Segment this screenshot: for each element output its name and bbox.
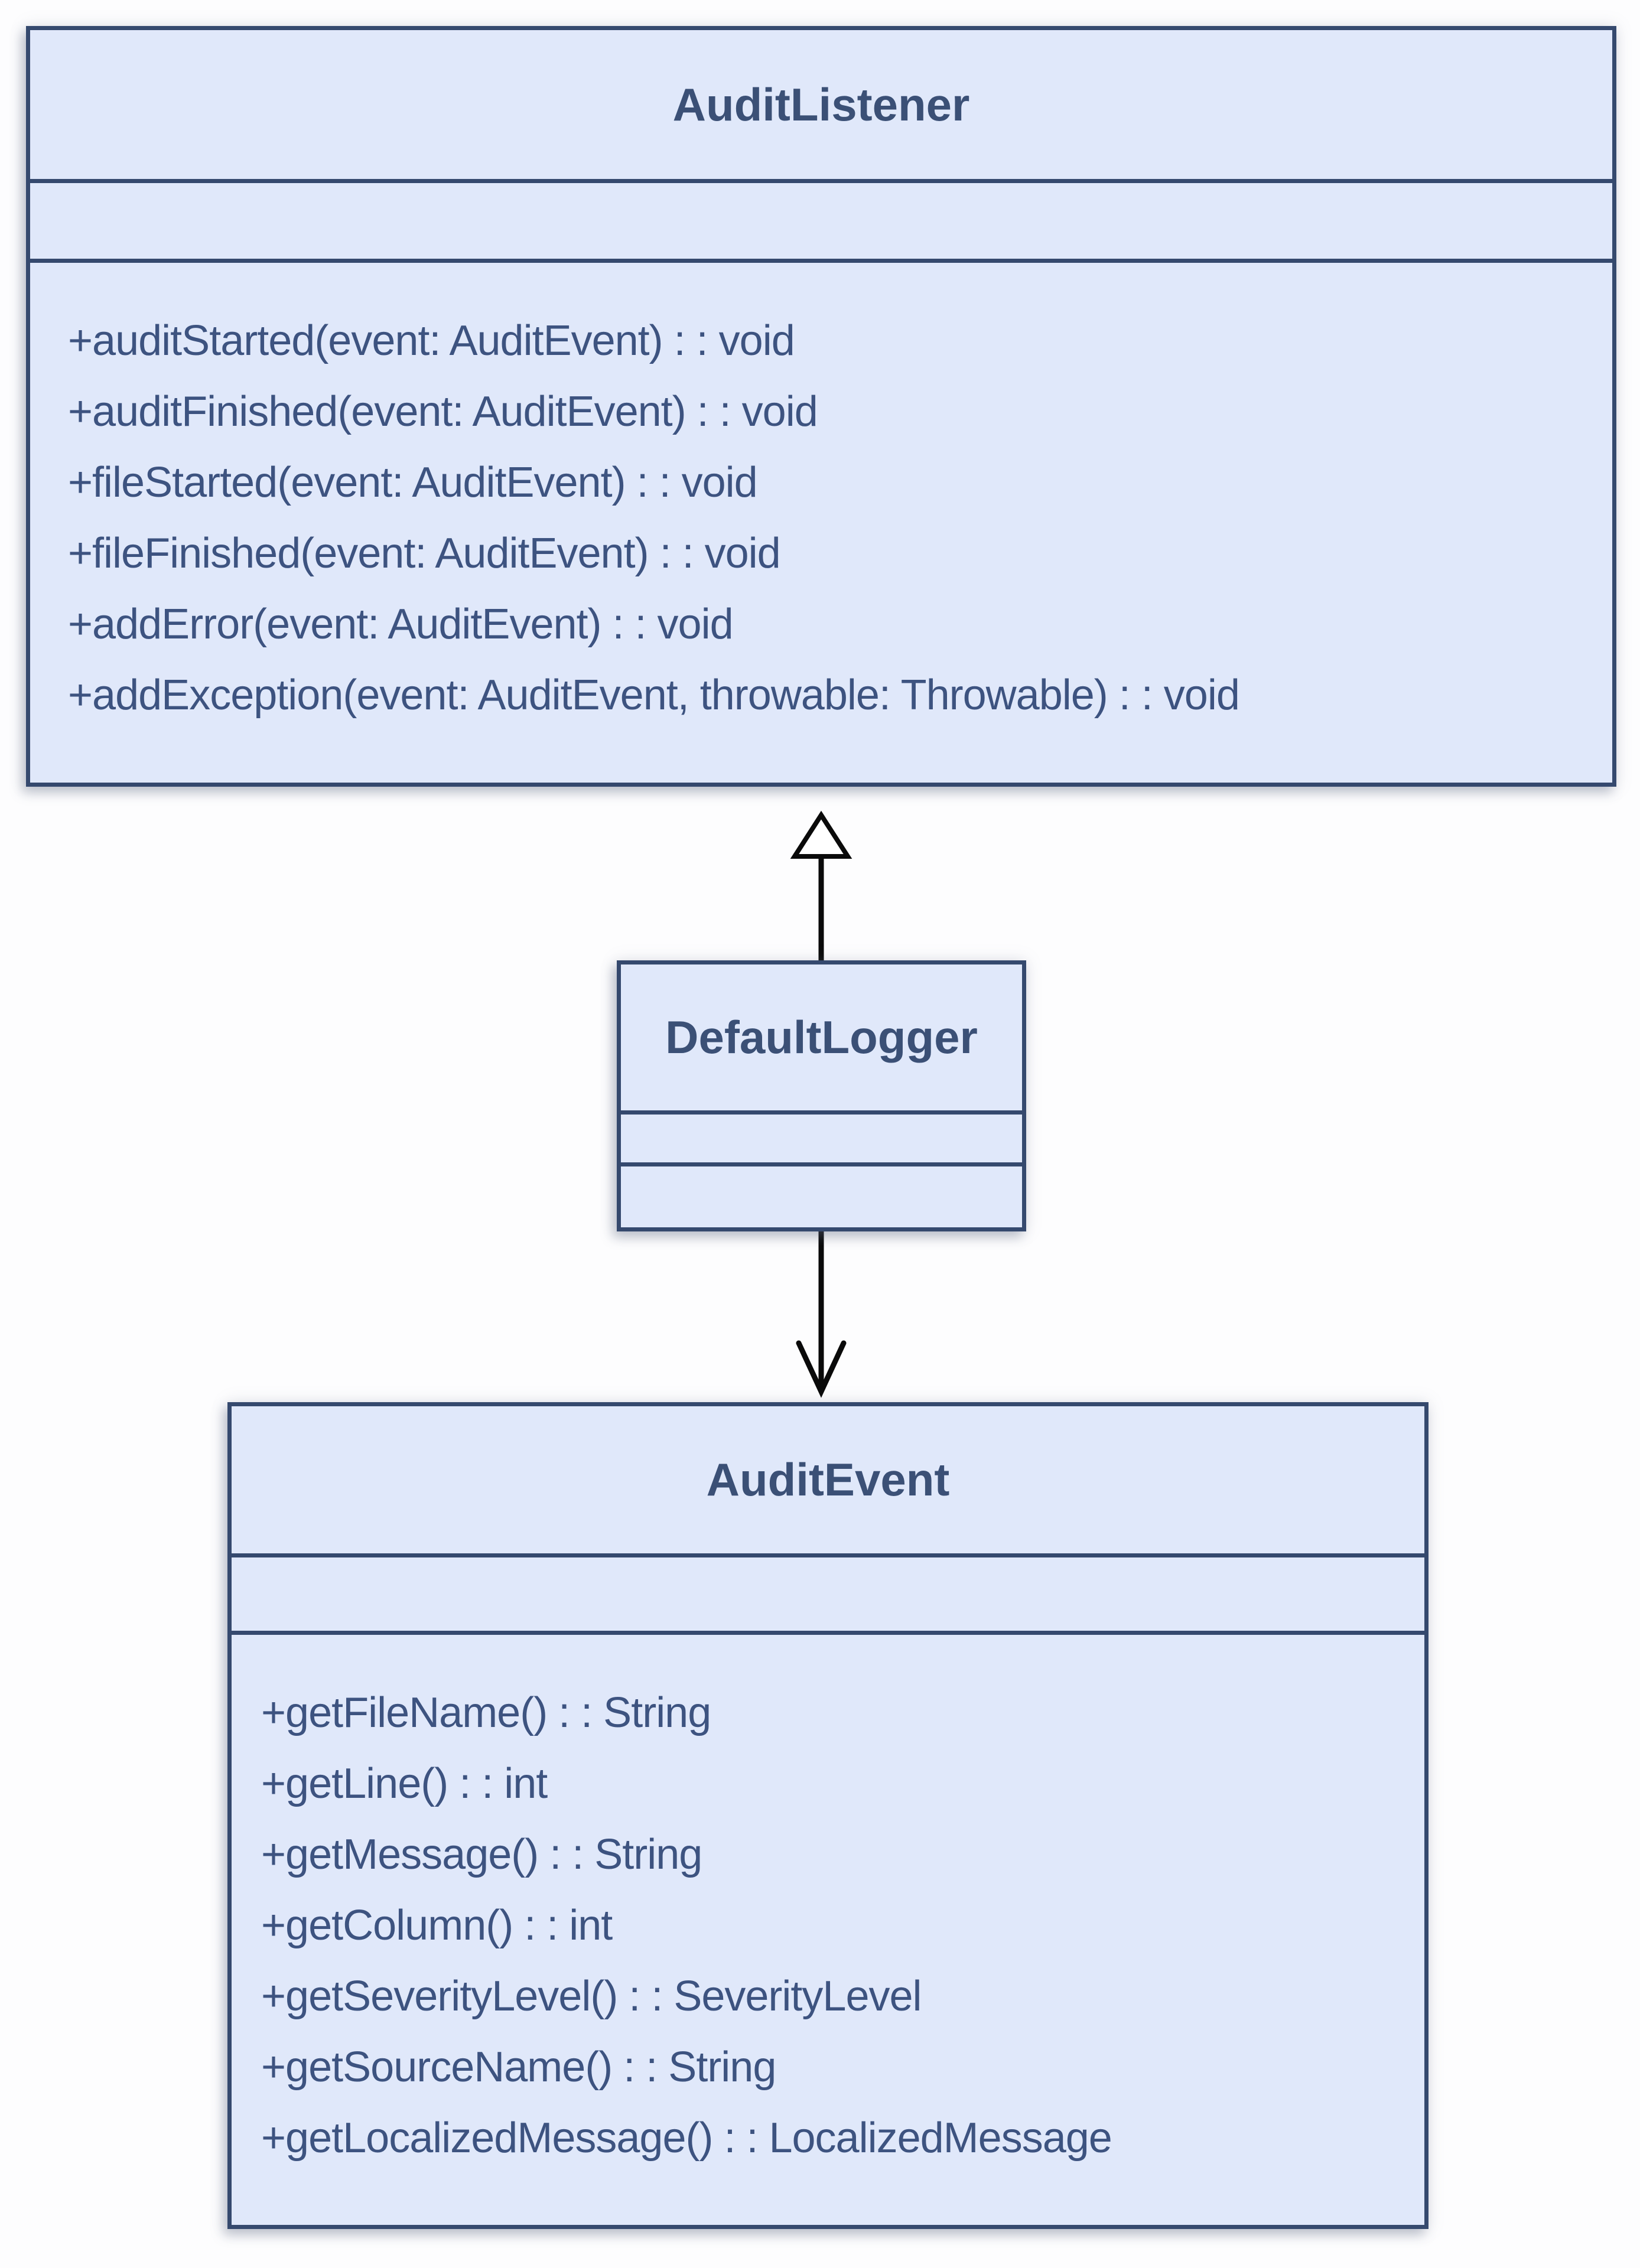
attributes-compartment: [30, 179, 1612, 259]
hollow-triangle-icon: [790, 810, 852, 859]
method-row: +getMessage() : : String: [261, 1831, 702, 1878]
method-row: +fileFinished(event: AuditEvent) : : voi…: [68, 530, 781, 577]
method-row: +getLine() : : int: [261, 1760, 548, 1807]
class-title: AuditListener: [672, 78, 970, 131]
method-row: +getLocalizedMessage() : : LocalizedMess…: [261, 2114, 1112, 2162]
method-row: +addError(event: AuditEvent) : : void: [68, 601, 734, 648]
method-row: +fileStarted(event: AuditEvent) : : void: [68, 459, 758, 506]
class-box-auditlistener: AuditListener +auditStarted(event: Audit…: [26, 26, 1616, 787]
method-row: +auditStarted(event: AuditEvent) : : voi…: [68, 317, 795, 364]
method-row: +getFileName() : : String: [261, 1689, 711, 1736]
generalization-arrow: [790, 810, 852, 964]
class-title: DefaultLogger: [665, 1011, 978, 1063]
method-row: +getSeverityLevel() : : SeverityLevel: [261, 1973, 922, 2020]
methods-compartment: +getFileName() : : String +getLine() : :…: [232, 1631, 1424, 2225]
open-arrowhead-icon: [796, 1340, 847, 1398]
method-row: +auditFinished(event: AuditEvent) : : vo…: [68, 388, 818, 435]
class-title: AuditEvent: [706, 1454, 950, 1506]
method-row: +getSourceName() : : String: [261, 2044, 776, 2091]
method-row: +addException(event: AuditEvent, throwab…: [68, 672, 1240, 719]
method-row: +getColumn() : : int: [261, 1902, 613, 1949]
methods-compartment: +auditStarted(event: AuditEvent) : : voi…: [30, 259, 1612, 783]
attributes-compartment: [232, 1553, 1424, 1631]
class-box-defaultlogger: DefaultLogger: [617, 960, 1026, 1231]
association-arrow: [796, 1230, 847, 1398]
attributes-compartment: [621, 1110, 1022, 1162]
class-box-auditevent: AuditEvent +getFileName() : : String +ge…: [227, 1402, 1429, 2229]
methods-compartment: [621, 1162, 1022, 1227]
